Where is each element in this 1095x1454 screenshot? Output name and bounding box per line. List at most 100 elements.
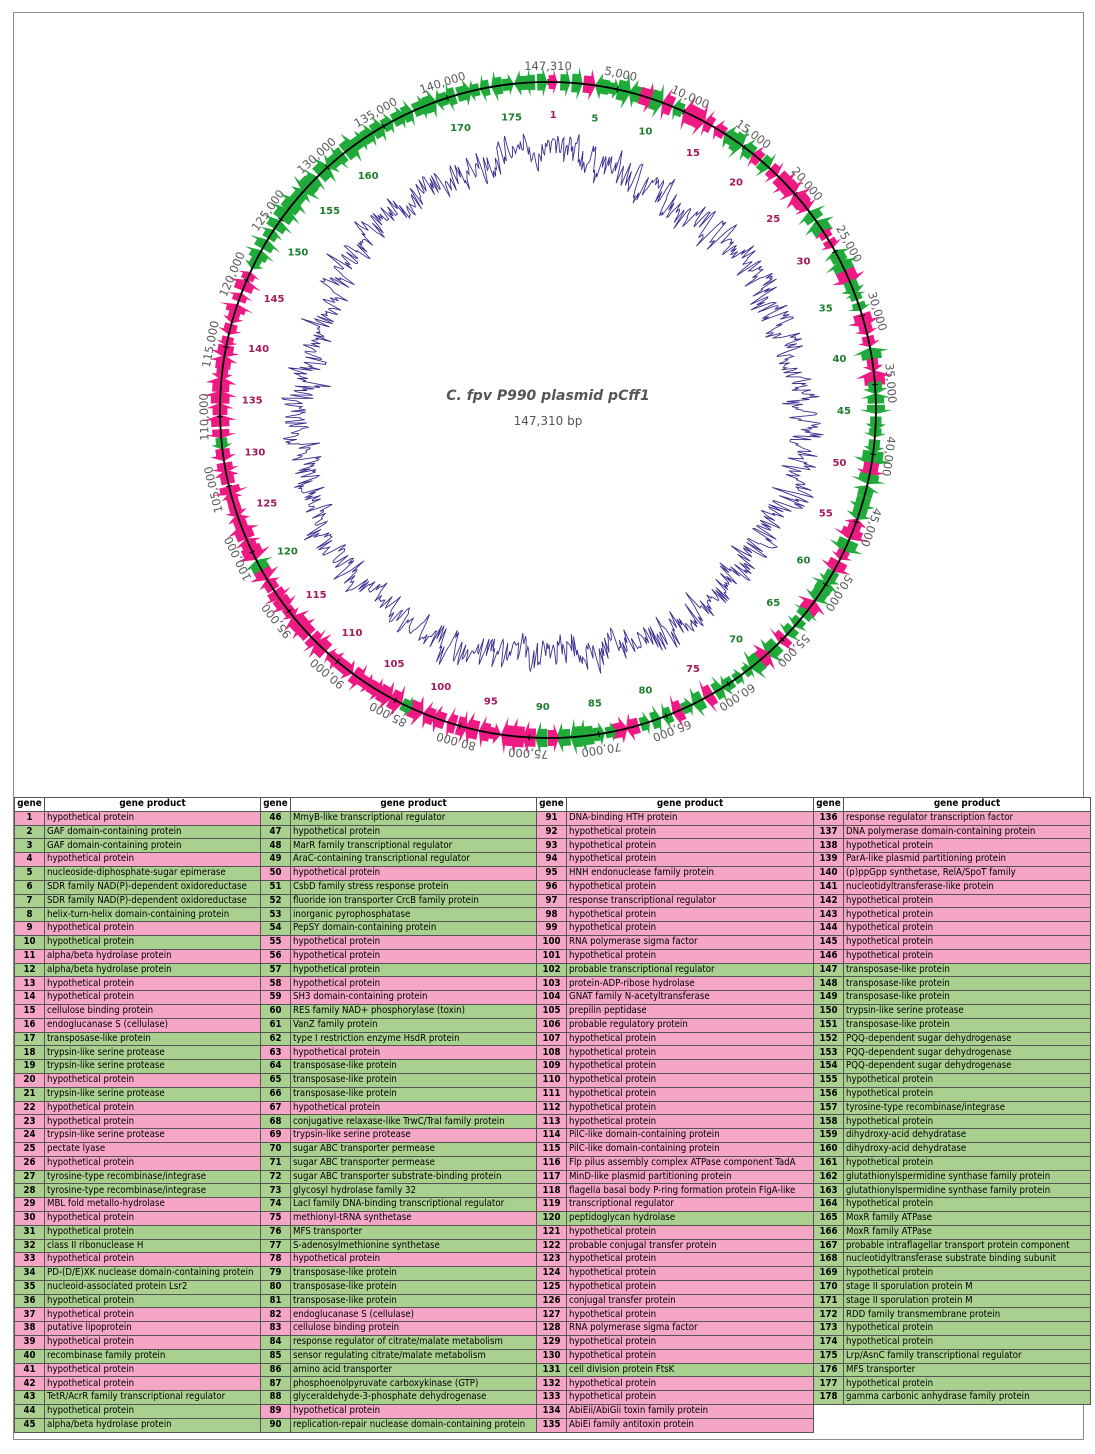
- gene-product-cell: hypothetical protein: [843, 1197, 1091, 1212]
- gene-column-header: gene: [260, 797, 291, 812]
- tick-label: 75,000: [508, 745, 549, 761]
- gene-product-cell: endoglucanase S (cellulase): [290, 1307, 537, 1323]
- gene-product-cell: transposase-like protein: [290, 1086, 537, 1102]
- gene-product-cell: MoxR family ATPase: [843, 1224, 1091, 1240]
- gene-product-cell: helix-turn-helix domain-containing prote…: [44, 907, 261, 923]
- gene-number-cell: 150: [813, 1003, 844, 1019]
- gene-number-cell: 10: [14, 934, 45, 950]
- gene-number-label: 125: [256, 498, 277, 509]
- gene-number-cell: 42: [14, 1376, 45, 1392]
- gene-product-cell: hypothetical protein: [843, 907, 1091, 923]
- gene-number-cell: 153: [813, 1045, 844, 1061]
- gene-product-cell: hypothetical protein: [566, 1266, 814, 1281]
- gene-product-column-header: gene product: [843, 797, 1091, 812]
- gene-number-cell: 54: [260, 921, 291, 936]
- gene-product-cell: (p)ppGpp synthetase, RelA/SpoT family: [843, 865, 1091, 881]
- gene-number-cell: 109: [536, 1059, 567, 1074]
- gene-product-cell: tyrosine-type recombinase/integrase: [44, 1169, 261, 1185]
- gene-number-cell: 13: [14, 976, 45, 992]
- gene-product-cell: Flp pilus assembly complex ATPase compon…: [566, 1155, 814, 1171]
- gene-product-cell: sensor regulating citrate/malate metabol…: [290, 1348, 537, 1364]
- gene-number-cell: 160: [813, 1141, 844, 1157]
- gene-number-cell: 76: [260, 1224, 291, 1240]
- gene-number-cell: 64: [260, 1059, 291, 1074]
- tick-mark: [445, 94, 449, 101]
- gene-number-cell: 36: [14, 1293, 45, 1309]
- gene-product-cell: S-adenosylmethionine synthetase: [290, 1238, 537, 1254]
- gene-number-cell: 162: [813, 1169, 844, 1185]
- gene-number-cell: 176: [813, 1362, 844, 1378]
- gene-product-cell: methionyl-tRNA synthetase: [290, 1210, 537, 1226]
- gene-product-cell: AbiEii/AbiGii toxin family protein: [566, 1404, 814, 1419]
- gene-number-cell: 33: [14, 1252, 45, 1268]
- gene-product-cell: hypothetical protein: [566, 1224, 814, 1240]
- gene-product-cell: protein-ADP-ribose hydrolase: [566, 976, 814, 992]
- tick-mark: [616, 86, 619, 93]
- gene-number-cell: 27: [14, 1169, 45, 1185]
- gene-product-cell: alpha/beta hydrolase protein: [44, 962, 261, 978]
- tick-mark: [853, 520, 860, 524]
- gene-product-column-header: gene product: [44, 797, 261, 812]
- gene-product-cell: PQQ-dependent sugar dehydrogenase: [843, 1059, 1091, 1074]
- gene-number-cell: 87: [260, 1376, 291, 1392]
- gene-number-label: 45: [837, 406, 851, 417]
- gene-number-cell: 62: [260, 1031, 291, 1047]
- gene-product-cell: hypothetical protein: [566, 1307, 814, 1323]
- gene-product-cell: GAF domain-containing protein: [44, 838, 261, 854]
- gene-number-label: 80: [638, 686, 652, 697]
- gene-number-label: 30: [797, 256, 811, 267]
- gene-number-cell: 155: [813, 1072, 844, 1088]
- gene-column-header: gene: [14, 797, 45, 812]
- gene-product-cell: AbiEi family antitoxin protein: [566, 1417, 814, 1433]
- gene-product-cell: glyceraldehyde-3-phosphate dehydrogenase: [290, 1390, 537, 1406]
- gene-product-cell: hypothetical protein: [44, 921, 261, 936]
- gene-number-cell: 85: [260, 1348, 291, 1364]
- gene-product-cell: hypothetical protein: [44, 976, 261, 992]
- gene-product-cell: trypsin-like serine protease: [44, 1059, 261, 1074]
- gene-number-label: 85: [588, 698, 602, 709]
- gene-number-cell: 3: [14, 838, 45, 854]
- gene-number-cell: 126: [536, 1293, 567, 1309]
- gene-number-cell: 106: [536, 1017, 567, 1033]
- gene-product-cell: response regulator transcription factor: [843, 810, 1091, 826]
- gene-number-cell: 53: [260, 907, 291, 923]
- gene-number-cell: 124: [536, 1266, 567, 1281]
